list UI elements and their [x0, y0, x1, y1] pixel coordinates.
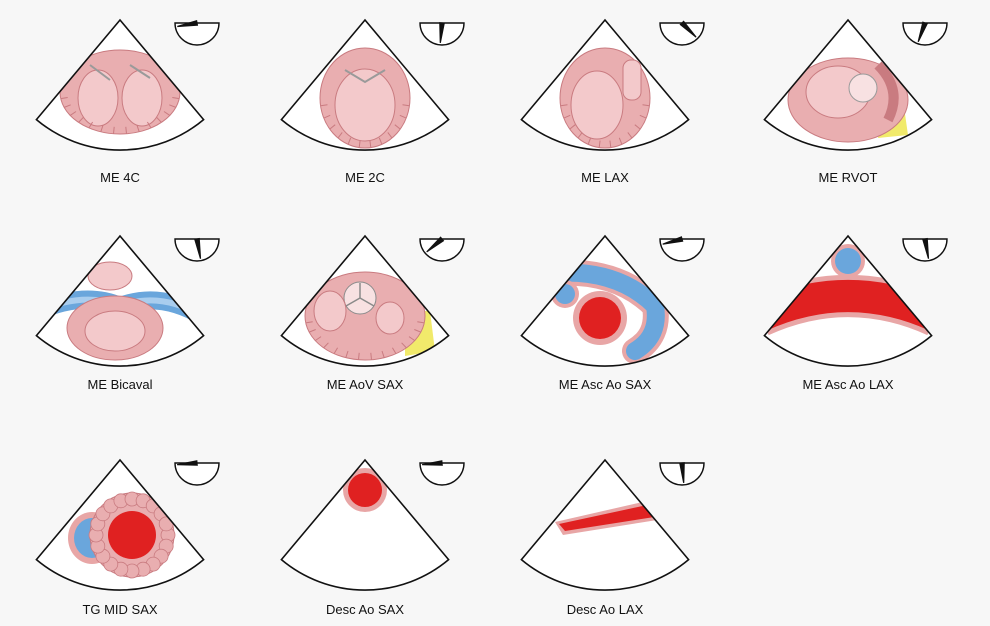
angle-indicator-icon: [903, 239, 947, 261]
view-label: TG MID SAX: [30, 602, 210, 617]
view-me-aov-sax: [281, 236, 464, 366]
view-me-asc-ao-sax: [521, 236, 704, 366]
view-me-4c: [36, 20, 219, 150]
angle-indicator-icon: [175, 21, 219, 45]
angle-indicator-icon: [175, 461, 219, 485]
angle-indicator-icon: [420, 23, 464, 45]
view-label: ME RVOT: [758, 170, 938, 185]
anatomy-heart-lax: [560, 48, 650, 148]
view-label: ME LAX: [515, 170, 695, 185]
view-me-lax: [521, 20, 704, 150]
angle-indicator-icon: [903, 22, 947, 45]
view-label: Desc Ao LAX: [515, 602, 695, 617]
anatomy-desc-ao-sax: [343, 468, 387, 512]
view-label: ME Bicaval: [30, 377, 210, 392]
view-desc-ao-sax: [281, 460, 464, 590]
view-me-rvot: [764, 20, 947, 150]
view-label: Desc Ao SAX: [275, 602, 455, 617]
view-tg-mid-sax: [36, 460, 219, 590]
view-label: ME 2C: [275, 170, 455, 185]
view-desc-ao-lax: [521, 460, 704, 590]
angle-indicator-icon: [175, 239, 219, 261]
view-me-bicaval: [36, 236, 219, 366]
angle-indicator-icon: [660, 21, 704, 45]
anatomy-heart-2c: [320, 48, 410, 148]
angle-indicator-icon: [420, 461, 464, 485]
view-me-asc-ao-lax: [760, 236, 947, 366]
view-label: ME Asc Ao SAX: [515, 377, 695, 392]
view-label: ME AoV SAX: [275, 377, 455, 392]
view-label: ME Asc Ao LAX: [758, 377, 938, 392]
view-me-2c: [281, 20, 464, 150]
angle-indicator-icon: [420, 237, 464, 261]
view-label: ME 4C: [30, 170, 210, 185]
angle-indicator-icon: [660, 237, 704, 261]
angle-indicator-icon: [660, 463, 704, 485]
anatomy-heart-4c: [60, 50, 180, 134]
